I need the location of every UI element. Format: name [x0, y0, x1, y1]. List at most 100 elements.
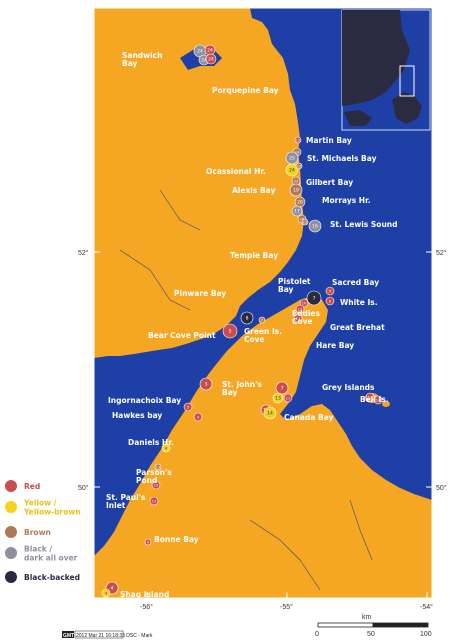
marker-count: 22 — [296, 139, 300, 143]
sample-marker: 12 — [295, 304, 305, 314]
bell-island — [382, 401, 390, 407]
sample-marker: 24 — [285, 163, 299, 177]
sample-marker: 13 — [151, 480, 161, 490]
marker-count: 25 — [289, 156, 295, 162]
marker-count: 13 — [368, 396, 372, 400]
marker-count: 9 — [329, 290, 331, 294]
sample-marker: 16 — [308, 219, 322, 233]
marker-circle — [308, 219, 322, 233]
marker-count: 14 — [376, 399, 381, 403]
frame-ticks — [94, 251, 432, 598]
marker-count: 23 — [297, 165, 301, 169]
sample-marker: 9 — [325, 296, 335, 306]
sample-marker: 3 — [183, 402, 193, 412]
marker-count: 4 — [105, 592, 108, 596]
sample-marker: 25 — [285, 151, 299, 165]
marker-count: 24 — [201, 58, 207, 64]
sample-marker: 7 — [306, 290, 322, 306]
legend-item: Yellow /Yellow-brown — [5, 499, 81, 517]
place-label: Ingornachoix Bay — [108, 396, 181, 405]
scale-unit: km — [362, 614, 372, 621]
marker-count: 7 — [281, 386, 284, 392]
marker-count: 3 — [205, 382, 208, 388]
marker-count: 3 — [197, 416, 199, 420]
sample-marker: 24 — [204, 44, 216, 56]
marker-circle — [291, 205, 303, 217]
lat-label-left-50: 50° — [78, 484, 89, 492]
scale-tick-100: 100 — [420, 631, 432, 638]
marker-count: 10 — [302, 302, 306, 306]
sample-marker: 4 — [144, 538, 152, 546]
place-label: Green Is.Cove — [244, 327, 282, 344]
marker-count: 14 — [267, 411, 273, 417]
place-label: Morrays Hr. — [322, 196, 371, 205]
place-label: Sacred Bay — [332, 278, 379, 287]
sample-marker: 9 — [325, 286, 335, 296]
marker-count: 8 — [246, 316, 249, 322]
marker-circle — [151, 480, 161, 490]
marker-count: 11 — [296, 317, 300, 321]
sample-marker: 4 — [161, 443, 171, 453]
place-label: Shag Island — [120, 590, 169, 599]
marker-count: 5 — [229, 329, 232, 335]
sample-marker: 4 — [101, 588, 111, 598]
marker-count: 7 — [313, 296, 316, 302]
marker-circle — [283, 393, 293, 403]
marker-count: 24 — [208, 57, 214, 63]
marker-circle — [183, 402, 193, 412]
marker-circle — [222, 323, 238, 339]
sample-marker: 13 — [154, 463, 162, 471]
lon-label-56: -56° — [140, 603, 153, 611]
sample-marker: 11 — [293, 313, 303, 323]
sample-marker: 20 — [294, 196, 306, 208]
marker-circle — [272, 392, 284, 404]
legend-item: Brown — [5, 526, 51, 538]
sample-marker: 15 — [301, 218, 309, 226]
scale-tick-50: 50 — [367, 631, 375, 638]
legend-swatch — [5, 547, 17, 559]
marker-count: 4 — [165, 447, 168, 451]
sample-marker: 3 — [199, 377, 213, 391]
legend-label: Yellow /Yellow-brown — [23, 499, 81, 517]
marker-circle — [373, 395, 383, 405]
place-label: St. Michaels Bay — [307, 154, 377, 163]
legend-swatch — [5, 501, 17, 513]
lon-label-54: -54° — [420, 603, 433, 611]
legend-swatch — [5, 526, 17, 538]
sample-marker: 7 — [258, 316, 266, 324]
sample-marker: 19 — [289, 183, 303, 197]
sample-marker: 5 — [222, 323, 238, 339]
place-label: White Is. — [340, 298, 378, 307]
legend-item: Red — [5, 480, 40, 492]
place-label: Bell Is. — [360, 395, 389, 404]
marker-circle — [301, 218, 309, 226]
legend-swatch — [5, 571, 17, 583]
place-label: Gilbert Bay — [306, 178, 353, 187]
marker-circle — [325, 296, 335, 306]
marker-circle — [149, 496, 159, 506]
marker-circle — [306, 290, 322, 306]
legend-item: Black-backed — [5, 571, 80, 583]
sample-marker: 22 — [294, 136, 302, 144]
marker-count: 24 — [295, 151, 300, 155]
place-label: Canada Bay — [284, 413, 334, 422]
marker-circle — [289, 183, 303, 197]
marker-count: 9 — [329, 300, 331, 304]
marker-count: 15 — [303, 221, 307, 225]
lat-label-right-52: 52° — [436, 249, 447, 257]
marker-count: 13 — [275, 396, 281, 402]
marker-count: 24 — [289, 168, 295, 174]
place-label: Daniels Hr. — [128, 438, 174, 447]
place-label: Bear Cove Point — [148, 331, 216, 340]
place-label: Hare Bay — [316, 341, 354, 350]
sample-marker: 14 — [263, 406, 277, 420]
marker-circle — [240, 311, 254, 325]
marker-circle — [275, 381, 289, 395]
marker-circle — [294, 136, 302, 144]
